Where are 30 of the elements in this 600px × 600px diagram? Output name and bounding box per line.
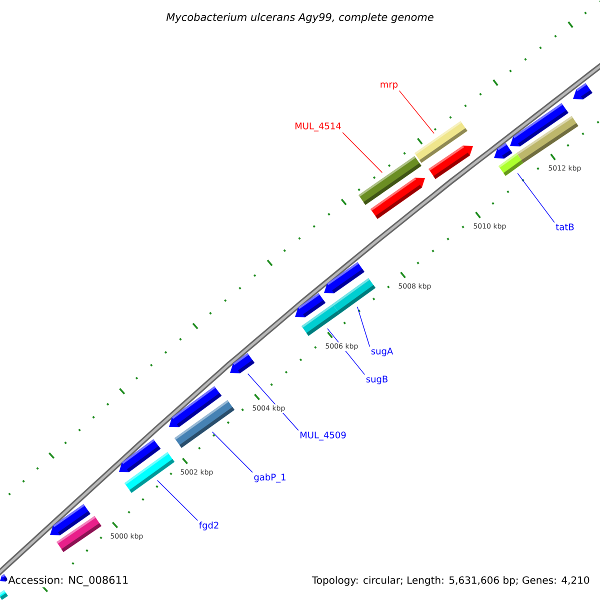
gene-block (0, 590, 8, 600)
gene-label: fgd2 (199, 522, 218, 530)
gene-label: tatB (556, 224, 574, 230)
gene-block (370, 178, 425, 219)
accession-label: Accession: NC_008611 (7, 574, 130, 588)
gene-label: gabP_1 (254, 474, 286, 482)
gene-block (169, 386, 222, 428)
gene-block (56, 516, 102, 552)
leader-line (157, 480, 198, 521)
gene-block (494, 143, 512, 159)
leader-line (517, 172, 555, 223)
gene-block (324, 262, 364, 294)
leader-line (398, 90, 434, 134)
title: Mycobacterium ulcerans Agy99, complete genome (166, 12, 434, 24)
gene-block (230, 353, 254, 374)
gene-label: sugB (366, 376, 388, 384)
gene-label: sugA (371, 348, 394, 356)
gene-block (119, 439, 161, 472)
gene-label: mrp (380, 82, 398, 90)
leader-line (357, 306, 370, 347)
gene-block (516, 116, 578, 163)
gene-block (0, 574, 8, 582)
gene-block (295, 293, 326, 318)
genome-info: Topology: circular; Length: 5,631,606 bp; Genes: 4,210 (310, 575, 591, 587)
gene-label: MUL_4514 (296, 122, 341, 132)
gene-block (573, 83, 592, 100)
gene-block (428, 146, 473, 179)
leader-line (212, 432, 253, 473)
gene-label: MUL_4509 (300, 432, 346, 440)
leader-line (342, 132, 383, 173)
